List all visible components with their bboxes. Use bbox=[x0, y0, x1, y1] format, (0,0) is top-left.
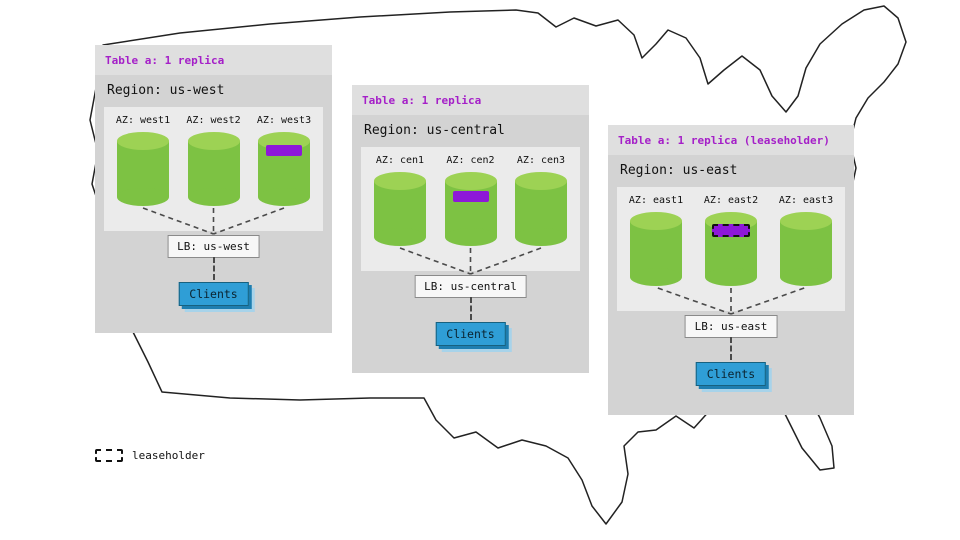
az-label: AZ: west1 bbox=[115, 115, 171, 126]
clients-box: Clients bbox=[695, 362, 767, 386]
az-container: AZ: cen1 AZ: cen2 AZ: cen3 bbox=[361, 147, 580, 271]
az-east1: AZ: east1 bbox=[623, 193, 689, 311]
az-cen3: AZ: cen3 bbox=[508, 153, 574, 271]
az-label: AZ: cen2 bbox=[446, 155, 495, 166]
table-replica-label: Table a: 1 replica (leaseholder) bbox=[618, 133, 830, 147]
region-panel-us-east: Table a: 1 replica (leaseholder) Region:… bbox=[608, 125, 854, 415]
database-cylinder-icon bbox=[780, 212, 832, 286]
az-label: AZ: west3 bbox=[256, 115, 312, 126]
az-label: AZ: west2 bbox=[186, 115, 241, 126]
panel-header: Table a: 1 replica bbox=[352, 85, 589, 115]
database-cylinder-icon bbox=[258, 132, 310, 206]
database-cylinder-icon bbox=[187, 132, 240, 206]
lb-clients-connector bbox=[730, 337, 732, 360]
table-replica-label: Table a: 1 replica bbox=[105, 53, 225, 67]
az-west2: AZ: west2 bbox=[181, 113, 247, 231]
az-cen1: AZ: cen1 bbox=[367, 153, 433, 271]
panel-header: Table a: 1 replica (leaseholder) bbox=[608, 125, 854, 155]
load-balancer-box: LB: us-west bbox=[167, 235, 260, 258]
load-balancer-box: LB: us-east bbox=[684, 315, 778, 338]
load-balancer-box: LB: us-central bbox=[414, 275, 527, 298]
leaseholder-swatch-icon bbox=[95, 449, 123, 462]
database-cylinder-icon bbox=[117, 132, 169, 206]
database-cylinder-icon bbox=[705, 212, 757, 286]
clients-box: Clients bbox=[178, 282, 249, 306]
az-east2: AZ: east2 bbox=[698, 193, 764, 311]
database-cylinder-icon bbox=[630, 212, 682, 286]
lb-connector-lines bbox=[142, 207, 285, 235]
replica-marker bbox=[266, 145, 302, 156]
lb-connector-lines bbox=[399, 247, 542, 275]
lb-clients-connector bbox=[212, 257, 215, 280]
lb-connector-lines bbox=[657, 287, 805, 315]
database-cylinder-icon bbox=[515, 172, 567, 246]
region-panel-us-west: Table a: 1 replica Region: us-west AZ: w… bbox=[95, 45, 332, 333]
az-west1: AZ: west1 bbox=[110, 113, 176, 231]
az-label: AZ: east1 bbox=[628, 195, 684, 206]
az-label: AZ: cen3 bbox=[516, 155, 566, 166]
legend: leaseholder bbox=[95, 449, 205, 462]
leaseholder-replica-marker bbox=[712, 224, 750, 237]
database-cylinder-icon bbox=[444, 172, 497, 246]
az-label: AZ: east2 bbox=[703, 195, 759, 206]
panel-header: Table a: 1 replica bbox=[95, 45, 332, 75]
region-title: Region: us-west bbox=[107, 83, 225, 98]
table-replica-label: Table a: 1 replica bbox=[362, 93, 482, 107]
region-title: Region: us-east bbox=[620, 163, 738, 178]
az-cen2: AZ: cen2 bbox=[438, 153, 504, 271]
region-panel-us-central: Table a: 1 replica Region: us-central AZ… bbox=[352, 85, 589, 373]
clients-box: Clients bbox=[435, 322, 506, 346]
replica-marker bbox=[452, 191, 489, 202]
database-cylinder-icon bbox=[374, 172, 426, 246]
lb-clients-connector bbox=[469, 297, 472, 320]
az-label: AZ: cen1 bbox=[375, 155, 425, 166]
region-title: Region: us-central bbox=[364, 123, 505, 138]
az-east3: AZ: east3 bbox=[773, 193, 839, 311]
az-west3: AZ: west3 bbox=[251, 113, 317, 231]
az-label: AZ: east3 bbox=[778, 195, 834, 206]
legend-label: leaseholder bbox=[132, 449, 205, 462]
